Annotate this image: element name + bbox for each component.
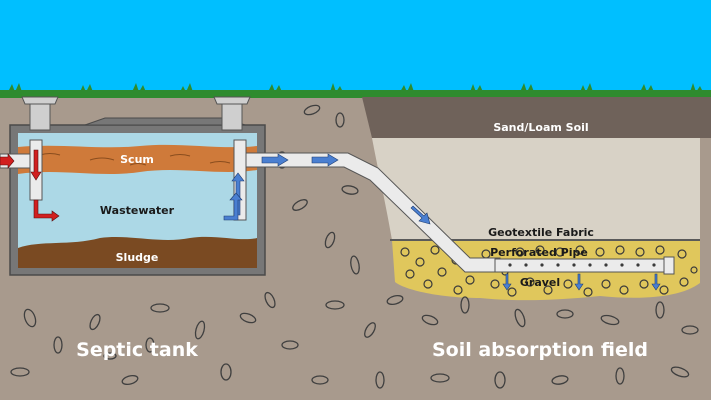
label-septic-tank: Septic tank — [76, 339, 198, 361]
label-perforated-pipe: Perforated Pipe — [490, 246, 588, 259]
drip-arrow-1 — [502, 273, 512, 291]
outlet-riser-cap — [213, 96, 251, 105]
label-gravel: Gravel — [520, 276, 560, 289]
inflow-arrow-corner — [33, 199, 60, 222]
pipe-perforations — [508, 263, 656, 267]
label-sand-loam-soil: Sand/Loam Soil — [493, 121, 588, 134]
inlet-riser-cap — [21, 96, 59, 105]
grass-tufts — [8, 83, 703, 92]
soil-stones — [10, 104, 699, 389]
label-soil-absorption-field: Soil absorption field — [432, 339, 648, 361]
scum-layer — [18, 144, 257, 174]
outflow-arrow-up-2 — [223, 192, 243, 221]
gravel-stones — [400, 245, 698, 297]
label-scum: Scum — [120, 153, 154, 166]
inflow-arrow-down — [30, 149, 42, 181]
sand-loam-zone — [372, 138, 700, 240]
label-geotextile-fabric: Geotextile Fabric — [488, 226, 594, 239]
outflow-arrow-pipe-2 — [311, 153, 339, 167]
label-sludge: Sludge — [116, 251, 159, 264]
topsoil-band — [362, 97, 711, 138]
drip-arrow-2 — [574, 273, 584, 291]
pipe-end-cap — [663, 256, 675, 275]
outflow-arrow-up-1 — [231, 172, 245, 216]
inflow-arrow-right — [0, 153, 15, 169]
septic-tank-lid — [84, 117, 246, 126]
grass-strip — [0, 90, 711, 98]
outflow-arrows — [223, 153, 661, 291]
sky — [0, 0, 711, 98]
outflow-arrow-pipe-1 — [261, 153, 289, 167]
sludge-layer — [18, 236, 257, 268]
perforated-pipe — [494, 258, 674, 273]
inflow-arrows — [0, 149, 60, 222]
outflow-arrow-diagonal — [410, 205, 431, 225]
drip-arrow-3 — [651, 273, 661, 291]
label-wastewater: Wastewater — [100, 204, 175, 217]
